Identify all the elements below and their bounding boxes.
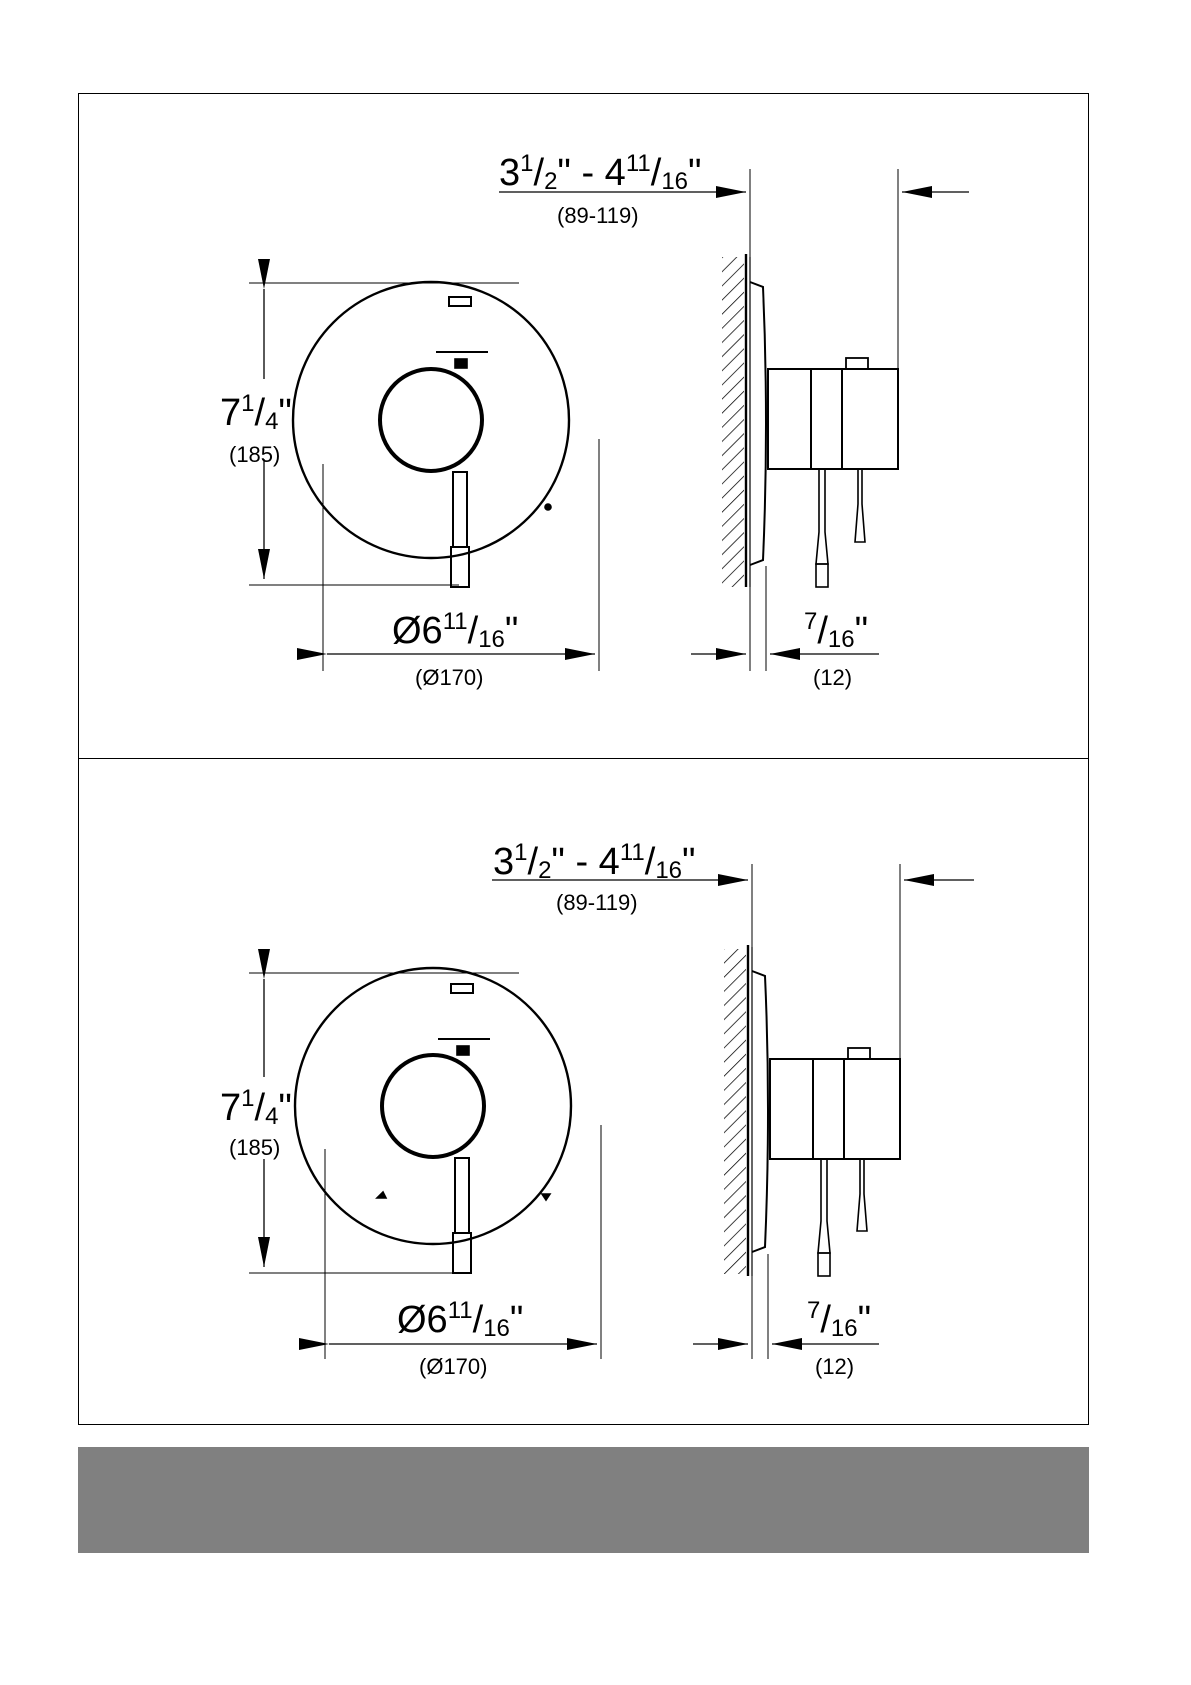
temperature-indicator [455,359,467,368]
logo-mark [451,984,473,993]
diameter-metric-label: (Ø170) [419,1356,487,1378]
lever-profile [816,469,828,564]
depth-dimension-label: 31/2" - 411/16" [493,843,696,881]
knob-profile [855,469,865,542]
diameter-metric-label: (Ø170) [415,667,483,689]
offset-metric-label: (12) [813,667,852,689]
knob-profile [857,1159,867,1231]
drawing-panel-top: 31/2" - 411/16" (89-119) 71/4" (185) Ø61… [78,93,1089,759]
diverter-mark-left [377,1192,386,1198]
diverter-mark-right [542,1194,550,1200]
diameter-dimension-label: Ø611/16" [397,1301,523,1339]
height-dimension-label: 71/4" [220,394,292,432]
handle-body [768,369,898,469]
offset-dimension-label: 7/16" [807,1301,871,1339]
handle-ring [380,369,482,471]
cover-plate-profile [750,282,766,565]
cover-plate-profile [752,971,768,1252]
depth-metric-label: (89-119) [556,892,638,914]
depth-dimension-label: 31/2" - 411/16" [499,154,702,192]
lever-profile [818,1159,830,1253]
height-dimension-label: 71/4" [220,1089,292,1127]
lever-stem [453,472,467,547]
height-metric-label: (185) [229,444,280,466]
temperature-indicator [457,1046,469,1055]
depth-metric-label: (89-119) [557,205,639,227]
wall-hatching [722,257,744,587]
handle-body [770,1059,900,1159]
cover-plate-outline [295,968,571,1244]
logo-mark [449,297,471,306]
footer-bar [78,1447,1089,1553]
cover-plate-outline [293,282,569,558]
screw-dot [545,504,551,510]
diameter-dimension-label: Ø611/16" [392,612,518,650]
offset-metric-label: (12) [815,1356,854,1378]
wall-hatching [724,949,746,1274]
height-metric-label: (185) [229,1137,280,1159]
lever-stem [455,1158,469,1233]
handle-ring [382,1055,484,1157]
offset-dimension-label: 7/16" [804,612,868,650]
drawing-panel-bottom: 31/2" - 411/16" (89-119) 71/4" (185) Ø61… [78,759,1089,1425]
